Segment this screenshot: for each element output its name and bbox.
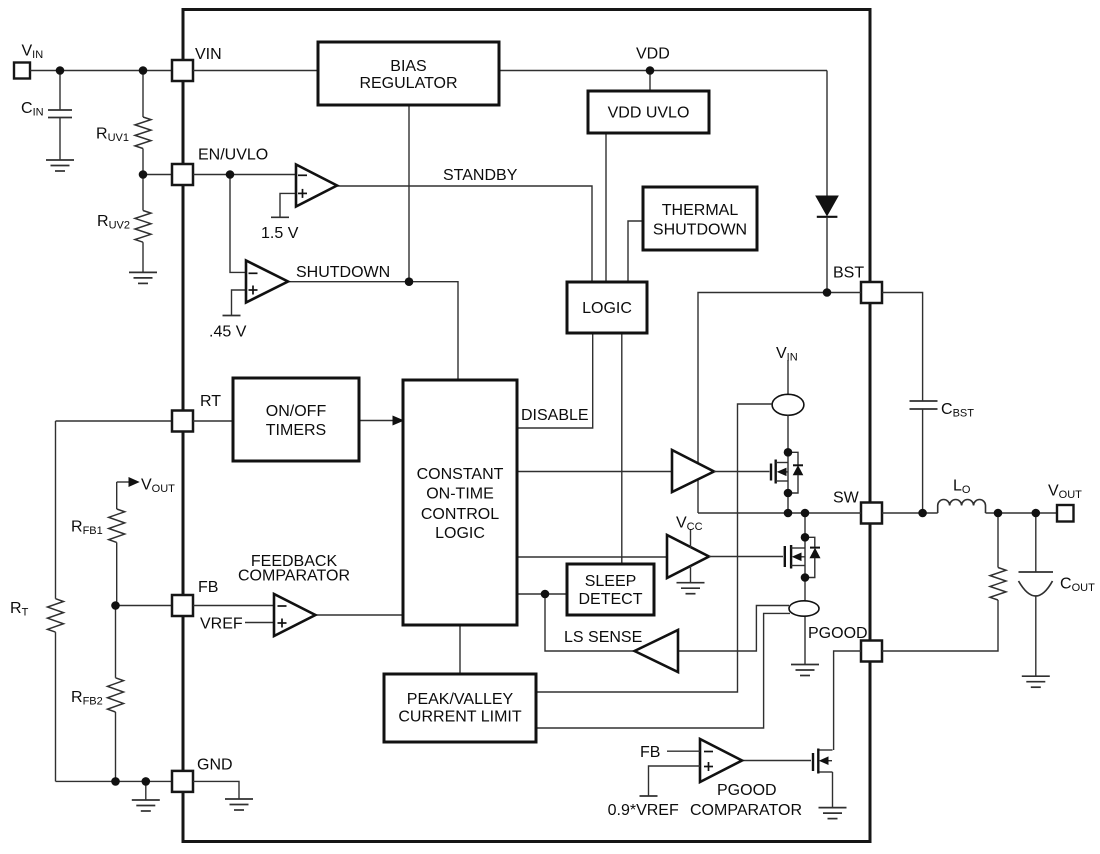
svg-text:COUT: COUT (1060, 576, 1095, 595)
svg-text:PEAK/VALLEY: PEAK/VALLEY (407, 691, 514, 708)
svg-text:PGOOD: PGOOD (808, 625, 868, 642)
svg-text:LO: LO (953, 478, 971, 497)
svg-text:VCC: VCC (676, 515, 703, 534)
svg-text:TIMERS: TIMERS (266, 422, 326, 439)
svg-text:1.5 V: 1.5 V (261, 225, 299, 242)
svg-text:RFB2: RFB2 (71, 689, 103, 708)
svg-text:ON/OFF: ON/OFF (266, 403, 327, 420)
svg-text:ON-TIME: ON-TIME (426, 486, 494, 503)
svg-text:VOUT: VOUT (141, 477, 175, 496)
svg-text:DISABLE: DISABLE (521, 407, 589, 424)
svg-text:RUV2: RUV2 (97, 213, 130, 232)
svg-text:FB: FB (198, 579, 218, 596)
svg-text:CIN: CIN (21, 100, 44, 119)
svg-text:LOGIC: LOGIC (435, 525, 485, 542)
svg-text:SLEEP: SLEEP (585, 573, 637, 590)
svg-text:SHUTDOWN: SHUTDOWN (296, 264, 390, 281)
svg-text:RT: RT (10, 600, 29, 619)
svg-text:CBST: CBST (941, 401, 974, 420)
svg-text:EN/UVLO: EN/UVLO (198, 147, 268, 164)
svg-text:CURRENT LIMIT: CURRENT LIMIT (398, 709, 521, 726)
svg-text:FB: FB (640, 744, 660, 761)
svg-text:SW: SW (833, 490, 860, 507)
svg-text:VOUT: VOUT (1048, 483, 1082, 502)
svg-text:RUV1: RUV1 (96, 126, 129, 145)
svg-text:VIN: VIN (22, 43, 44, 62)
svg-text:GND: GND (197, 757, 233, 774)
svg-text:STANDBY: STANDBY (443, 167, 518, 184)
svg-text:RT: RT (200, 393, 221, 410)
svg-text:PGOOD: PGOOD (717, 782, 777, 799)
svg-text:SHUTDOWN: SHUTDOWN (653, 222, 747, 239)
svg-text:VIN: VIN (195, 46, 222, 63)
svg-text:BIAS: BIAS (390, 58, 426, 75)
svg-text:DETECT: DETECT (579, 591, 643, 608)
svg-text:COMPARATOR: COMPARATOR (238, 568, 350, 585)
svg-text:REGULATOR: REGULATOR (359, 75, 457, 92)
svg-text:VREF: VREF (200, 616, 243, 633)
svg-text:CONSTANT: CONSTANT (417, 466, 504, 483)
svg-text:THERMAL: THERMAL (662, 202, 739, 219)
svg-text:VDD UVLO: VDD UVLO (608, 105, 690, 122)
svg-text:.45 V: .45 V (209, 324, 247, 341)
svg-text:COMPARATOR: COMPARATOR (690, 802, 802, 819)
svg-text:RFB1: RFB1 (71, 519, 103, 538)
svg-text:FEEDBACK: FEEDBACK (251, 553, 338, 570)
svg-text:0.9*VREF: 0.9*VREF (608, 802, 679, 819)
svg-text:VDD: VDD (636, 46, 670, 63)
svg-text:CONTROL: CONTROL (421, 506, 499, 523)
svg-text:LS SENSE: LS SENSE (564, 629, 642, 646)
svg-text:LOGIC: LOGIC (582, 300, 632, 317)
svg-text:BST: BST (833, 265, 864, 282)
svg-text:VIN: VIN (776, 345, 798, 364)
